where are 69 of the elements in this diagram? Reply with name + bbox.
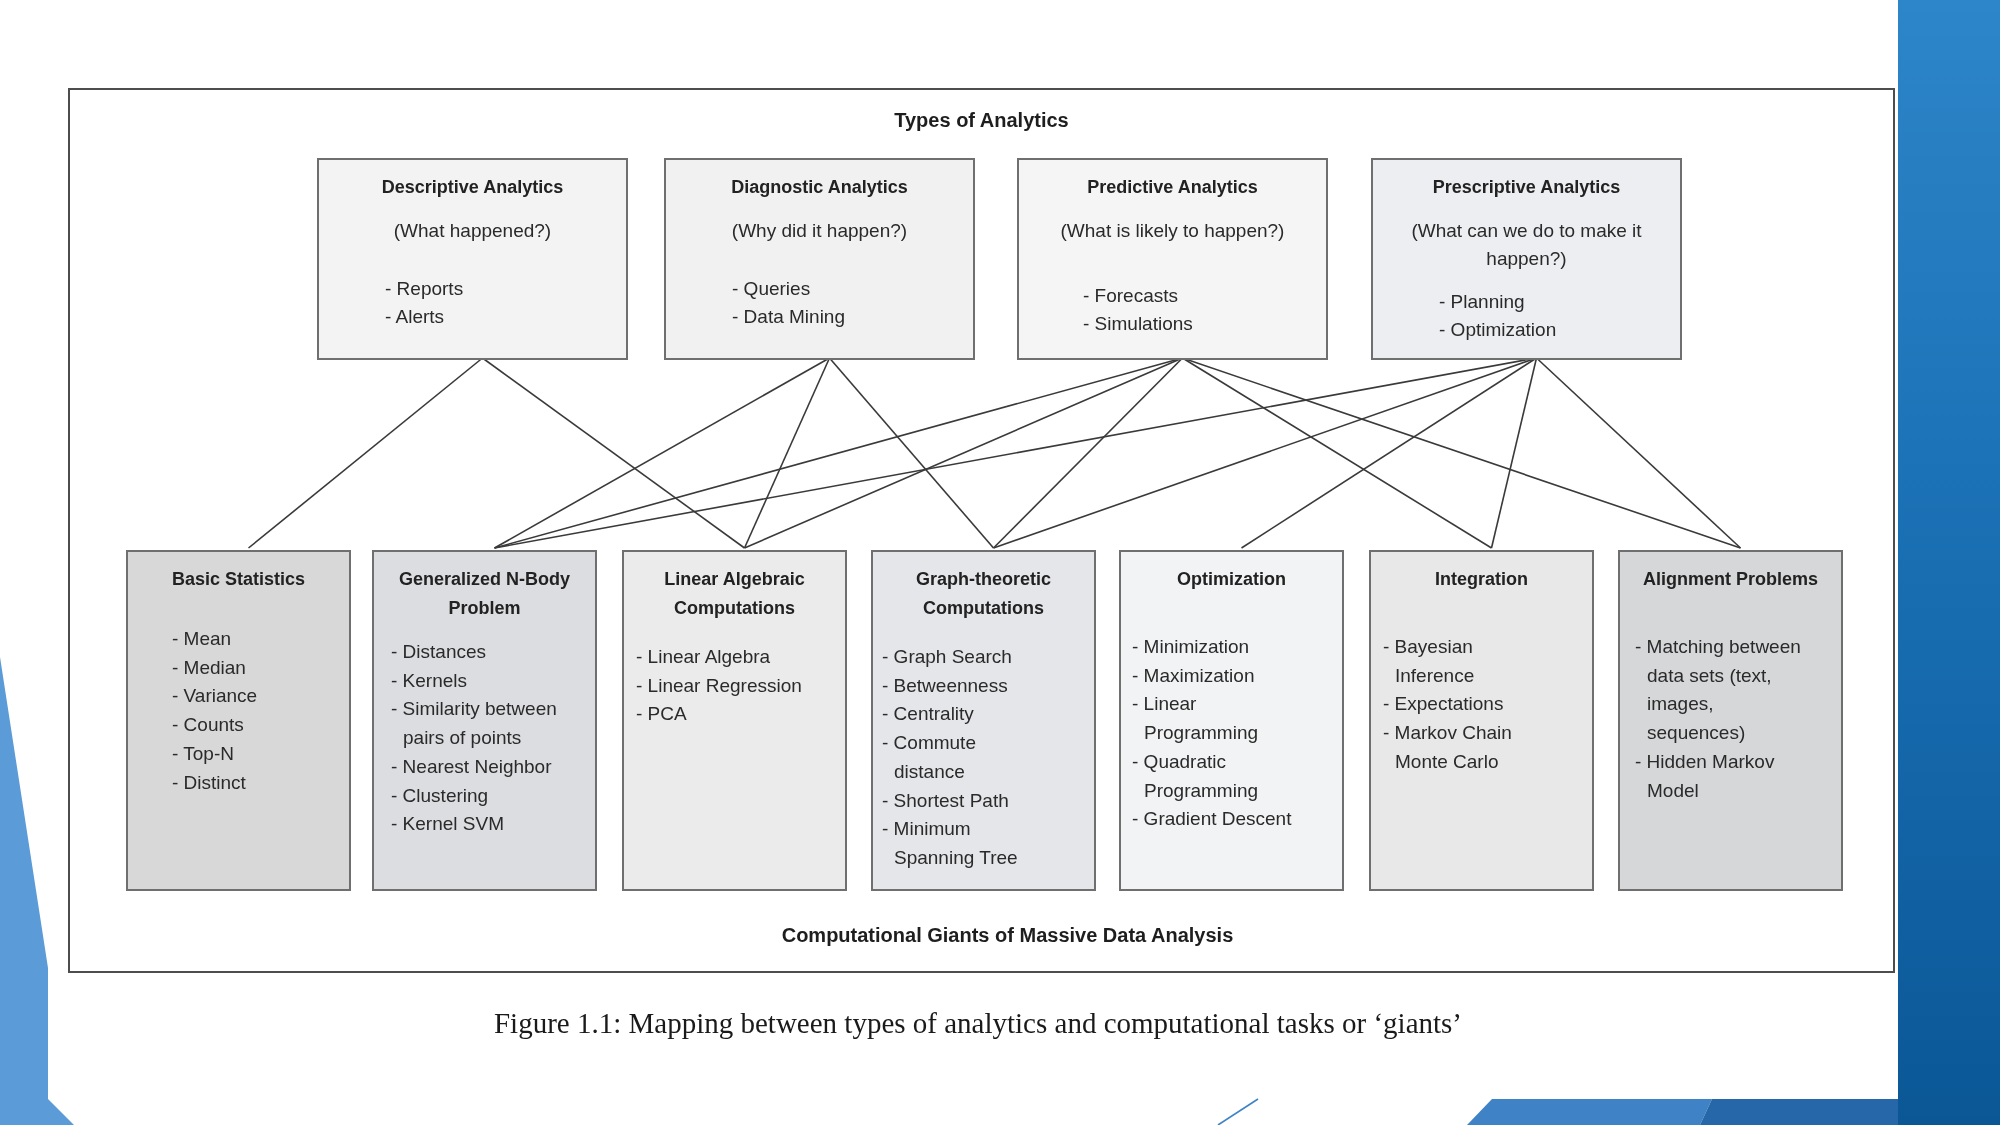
task-box: [1618, 550, 1843, 891]
task-box: [1369, 550, 1594, 891]
box-question: (What can we do to make it happen?): [1410, 219, 1643, 271]
analytics-box: [1371, 158, 1682, 360]
section-heading: Types of Analytics: [894, 108, 1069, 133]
analytics-box: [1017, 158, 1328, 360]
list-item: - Maximization: [1132, 663, 1255, 688]
list-item: - Alerts: [385, 305, 446, 329]
list-item: - Similarity between pairs of points: [391, 697, 558, 751]
box-question: (What happened?): [393, 219, 552, 243]
list-item: - Shortest Path: [882, 788, 1009, 813]
box-title: Descriptive Analytics: [381, 176, 564, 199]
list-item: - Gradient Descent: [1132, 807, 1292, 832]
list-item: - Betweenness: [882, 673, 1009, 698]
box-title: Optimization: [1177, 568, 1286, 591]
list-item: - Quadratic Programming: [1132, 749, 1260, 803]
section-heading: Computational Giants of Massive Data Analysis: [781, 923, 1234, 948]
list-item: - Simulations: [1083, 312, 1194, 336]
task-box: [871, 550, 1096, 891]
list-item: - Top-N: [172, 741, 234, 766]
analytics-box: [664, 158, 975, 360]
list-item: - Planning: [1439, 290, 1525, 314]
list-item: - Variance: [172, 684, 258, 709]
list-item: - Minimum Spanning Tree: [882, 817, 1019, 870]
task-box: [372, 550, 597, 891]
box-title: Generalized N-Body Problem: [397, 568, 571, 620]
box-title: Integration: [1435, 568, 1528, 591]
box-title: Prescriptive Analytics: [1432, 176, 1621, 199]
list-item: - Centrality: [882, 702, 975, 727]
outer-frame: [68, 88, 1895, 973]
list-item: - Linear Algebra: [636, 645, 771, 669]
task-box: [622, 550, 847, 891]
box-title: Linear Algebraic Computations: [663, 568, 806, 620]
list-item: - Kernel SVM: [391, 812, 504, 837]
list-item: - Nearest Neighbor: [391, 754, 552, 779]
task-box: [1119, 550, 1344, 891]
box-title: Predictive Analytics: [1087, 176, 1258, 199]
list-item: - Optimization: [1439, 318, 1557, 342]
list-item: - Data Mining: [732, 305, 845, 329]
box-title: Graph-theoretic Computations: [915, 568, 1052, 620]
list-item: - Bayesian Inference: [1383, 635, 1476, 688]
list-item: - Distinct: [172, 770, 247, 795]
list-item: - Minimization: [1132, 635, 1250, 659]
analytics-box: [317, 158, 628, 360]
box-title: Diagnostic Analytics: [731, 176, 908, 199]
task-box: [126, 550, 351, 891]
list-item: - Hidden Markov Model: [1635, 749, 1776, 803]
box-question: (Why did it happen?): [731, 219, 908, 243]
box-question: (What is likely to happen?): [1060, 219, 1285, 243]
list-item: - Markov Chain Monte Carlo: [1383, 721, 1513, 774]
list-item: - Kernels: [391, 668, 468, 693]
list-item: - Mean: [172, 627, 232, 651]
list-item: - Linear Regression: [636, 673, 802, 698]
list-item: - Expectations: [1383, 692, 1504, 717]
figure-caption: Figure 1.1: Mapping between types of analytics and computational tasks or ‘giants’: [493, 1006, 1463, 1040]
list-item: - Queries: [732, 277, 811, 301]
list-item: - Distances: [391, 640, 487, 664]
list-item: - Commute distance: [882, 731, 977, 784]
list-item: - Median: [172, 655, 247, 680]
box-title: Alignment Problems: [1643, 568, 1818, 591]
list-item: - PCA: [636, 702, 688, 727]
list-item: - Reports: [385, 277, 464, 301]
list-item: - Linear Programming: [1132, 692, 1260, 746]
list-item: - Counts: [172, 713, 245, 738]
list-item: - Graph Search: [882, 645, 1012, 669]
list-item: - Clustering: [391, 783, 489, 808]
list-item: - Matching between data sets (text, images, sequences): [1635, 635, 1802, 746]
box-title: Basic Statistics: [171, 568, 306, 591]
list-item: - Forecasts: [1083, 284, 1179, 308]
